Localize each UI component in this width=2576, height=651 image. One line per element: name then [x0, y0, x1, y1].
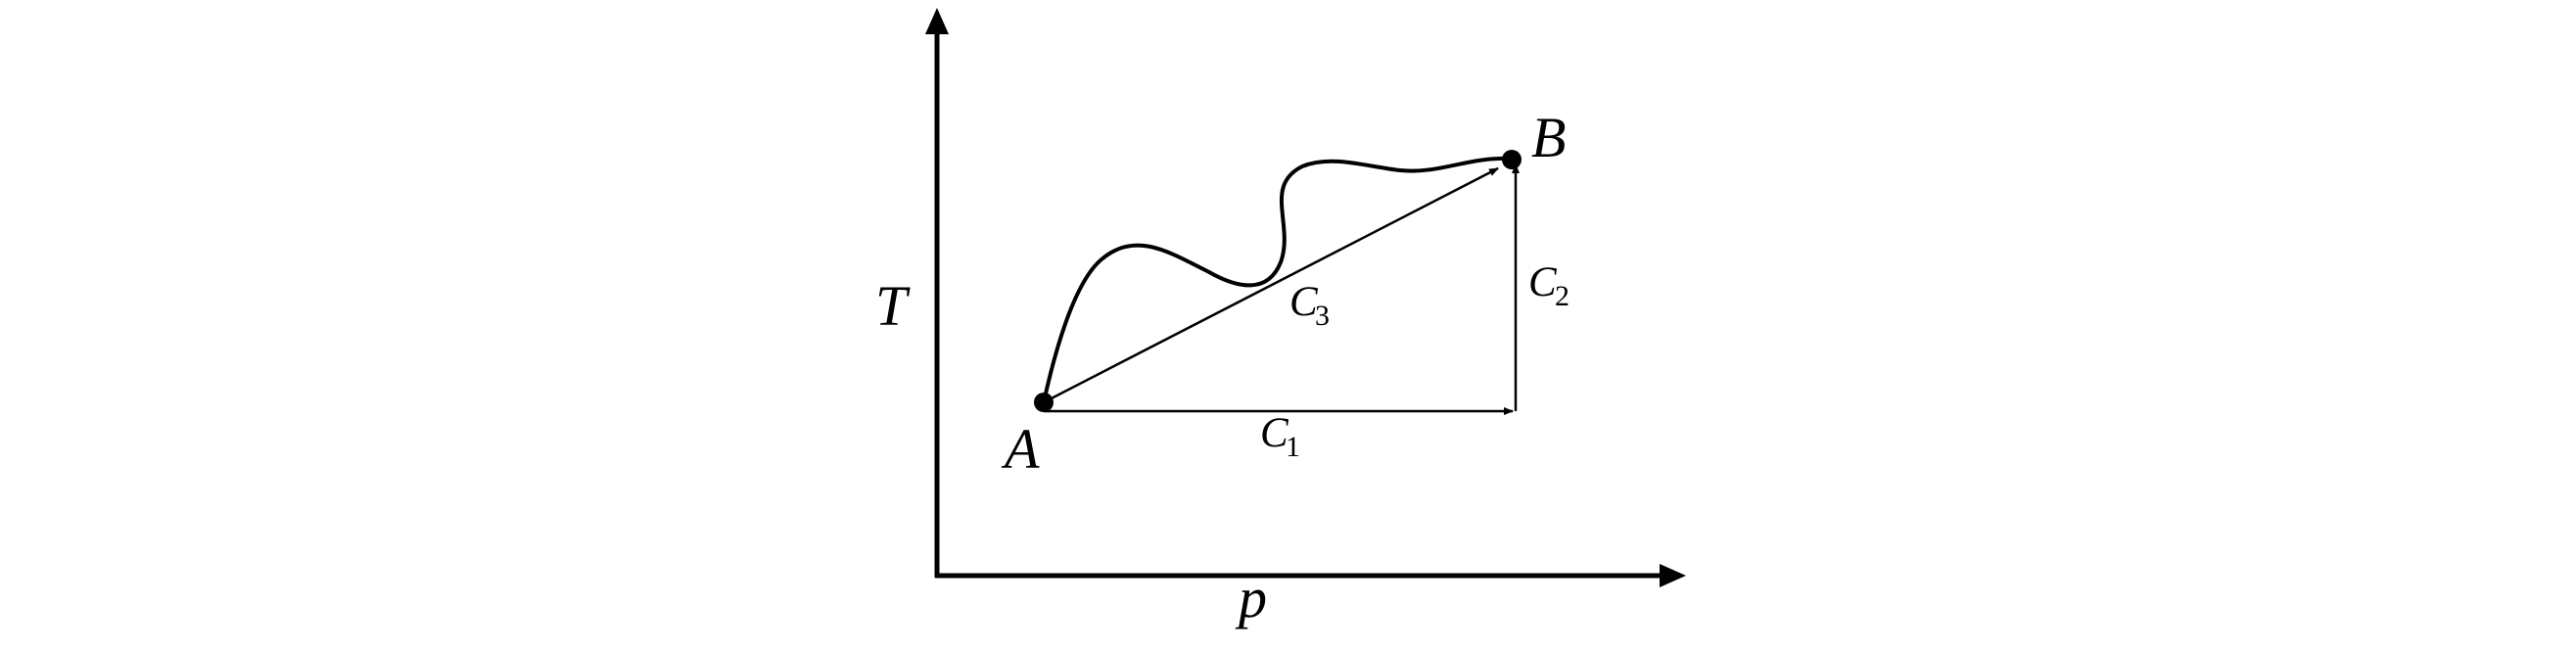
- wavy-path: [1042, 156, 1512, 403]
- svg-text:C: C: [1289, 279, 1319, 325]
- point-a-dot: [1034, 393, 1054, 412]
- path-c3-line: [1043, 166, 1499, 404]
- y-axis-label: T: [875, 274, 911, 338]
- svg-text:C: C: [1528, 259, 1558, 305]
- x-axis-label: p: [1235, 566, 1267, 629]
- svg-text:C: C: [1260, 410, 1289, 456]
- svg-text:2: 2: [1555, 280, 1569, 312]
- path-c2-label: C 2: [1528, 259, 1569, 312]
- svg-text:3: 3: [1315, 300, 1330, 332]
- path-c3-label: C 3: [1289, 279, 1330, 332]
- svg-text:1: 1: [1286, 431, 1300, 463]
- point-b-dot: [1502, 150, 1522, 169]
- point-a-label: A: [1001, 417, 1040, 481]
- path-c1-label: C 1: [1260, 410, 1300, 463]
- point-b-label: B: [1531, 106, 1566, 169]
- x-axis-arrowhead: [1660, 564, 1686, 587]
- y-axis-arrowhead: [925, 8, 949, 34]
